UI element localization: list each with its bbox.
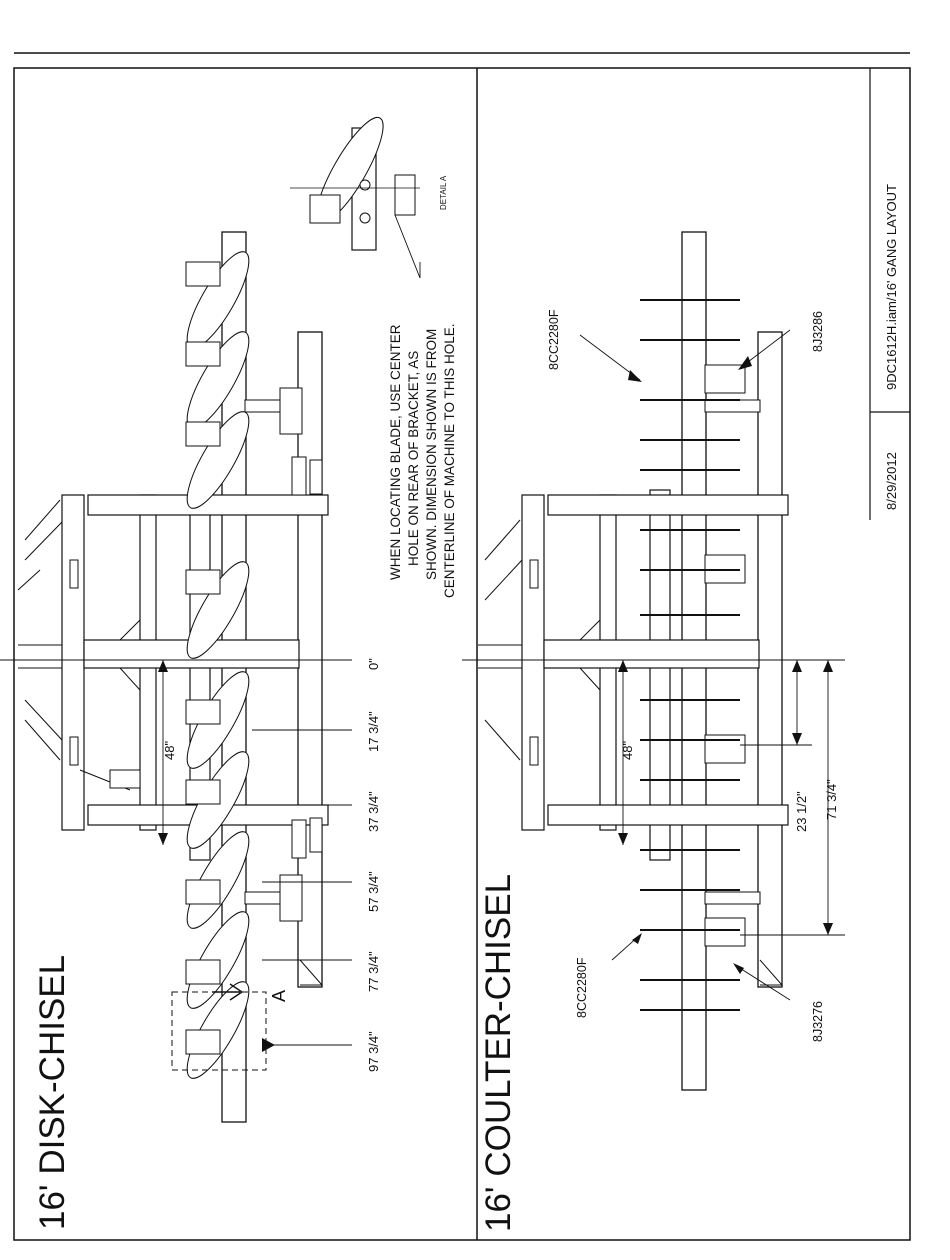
coulter-chisel-frame-drawing — [478, 231, 789, 1091]
coulter-chisel-panel: 16' COULTER-CHISEL — [462, 231, 845, 1232]
disk-chisel-spacing-dim: 48" — [162, 741, 177, 760]
disk-blades — [185, 251, 250, 1079]
disk-chisel-title: 16' DISK-CHISEL — [33, 955, 72, 1230]
disk-dim-3: 57 3/4" — [366, 871, 381, 912]
part-label-8j3276: 8J3276 — [811, 1001, 825, 1042]
disk-dim-2: 37 3/4" — [366, 791, 381, 832]
note-line-1: WHEN LOCATING BLADE, USE CENTER — [388, 324, 403, 580]
disk-dim-1: 17 3/4" — [366, 711, 381, 752]
coulter-chisel-dimension-lines — [579, 329, 845, 1001]
coulter-chisel-spacing-dim: 48" — [620, 741, 635, 760]
detail-a-label: DETAIL A — [439, 175, 448, 210]
disk-chisel-panel: 16' DISK-CHISEL — [0, 116, 457, 1230]
section-a-letter: A — [269, 990, 289, 1002]
disk-chisel-dimension-leaders — [158, 660, 352, 1052]
note-line-4: CENTERLINE OF MACHINE TO THIS HOLE. — [442, 323, 457, 598]
disk-dim-5: 97 3/4" — [366, 1031, 381, 1072]
part-label-8j3286: 8J3286 — [811, 311, 825, 352]
coulter-blades — [640, 299, 740, 1011]
note-line-2: HOLE ON REAR OF BRACKET, AS — [406, 351, 421, 566]
part-label-8cc2280f-top: 8CC2280F — [547, 309, 561, 370]
note-line-3: SHOWN. DIMENSION SHOWN IS FROM — [424, 329, 439, 580]
drawing-file-name: 9DC1612H.iam/16' GANG LAYOUT — [884, 184, 899, 390]
coulter-dim-outer: 71 3/4" — [824, 779, 839, 820]
blade-location-note: WHEN LOCATING BLADE, USE CENTER HOLE ON … — [388, 323, 457, 598]
disk-dim-4: 77 3/4" — [366, 951, 381, 992]
disk-dim-0: 0" — [366, 658, 381, 670]
section-a-box — [171, 991, 267, 1071]
detail-a-drawing — [290, 116, 421, 279]
drawing-date: 8/29/2012 — [884, 452, 899, 510]
coulter-chisel-title: 16' COULTER-CHISEL — [479, 874, 518, 1232]
part-label-8cc2280f-bottom: 8CC2280F — [575, 957, 589, 1018]
section-a-arrow — [212, 983, 244, 1001]
sheet-frame — [13, 67, 911, 1241]
coulter-dim-inner: 23 1/2" — [794, 791, 809, 832]
